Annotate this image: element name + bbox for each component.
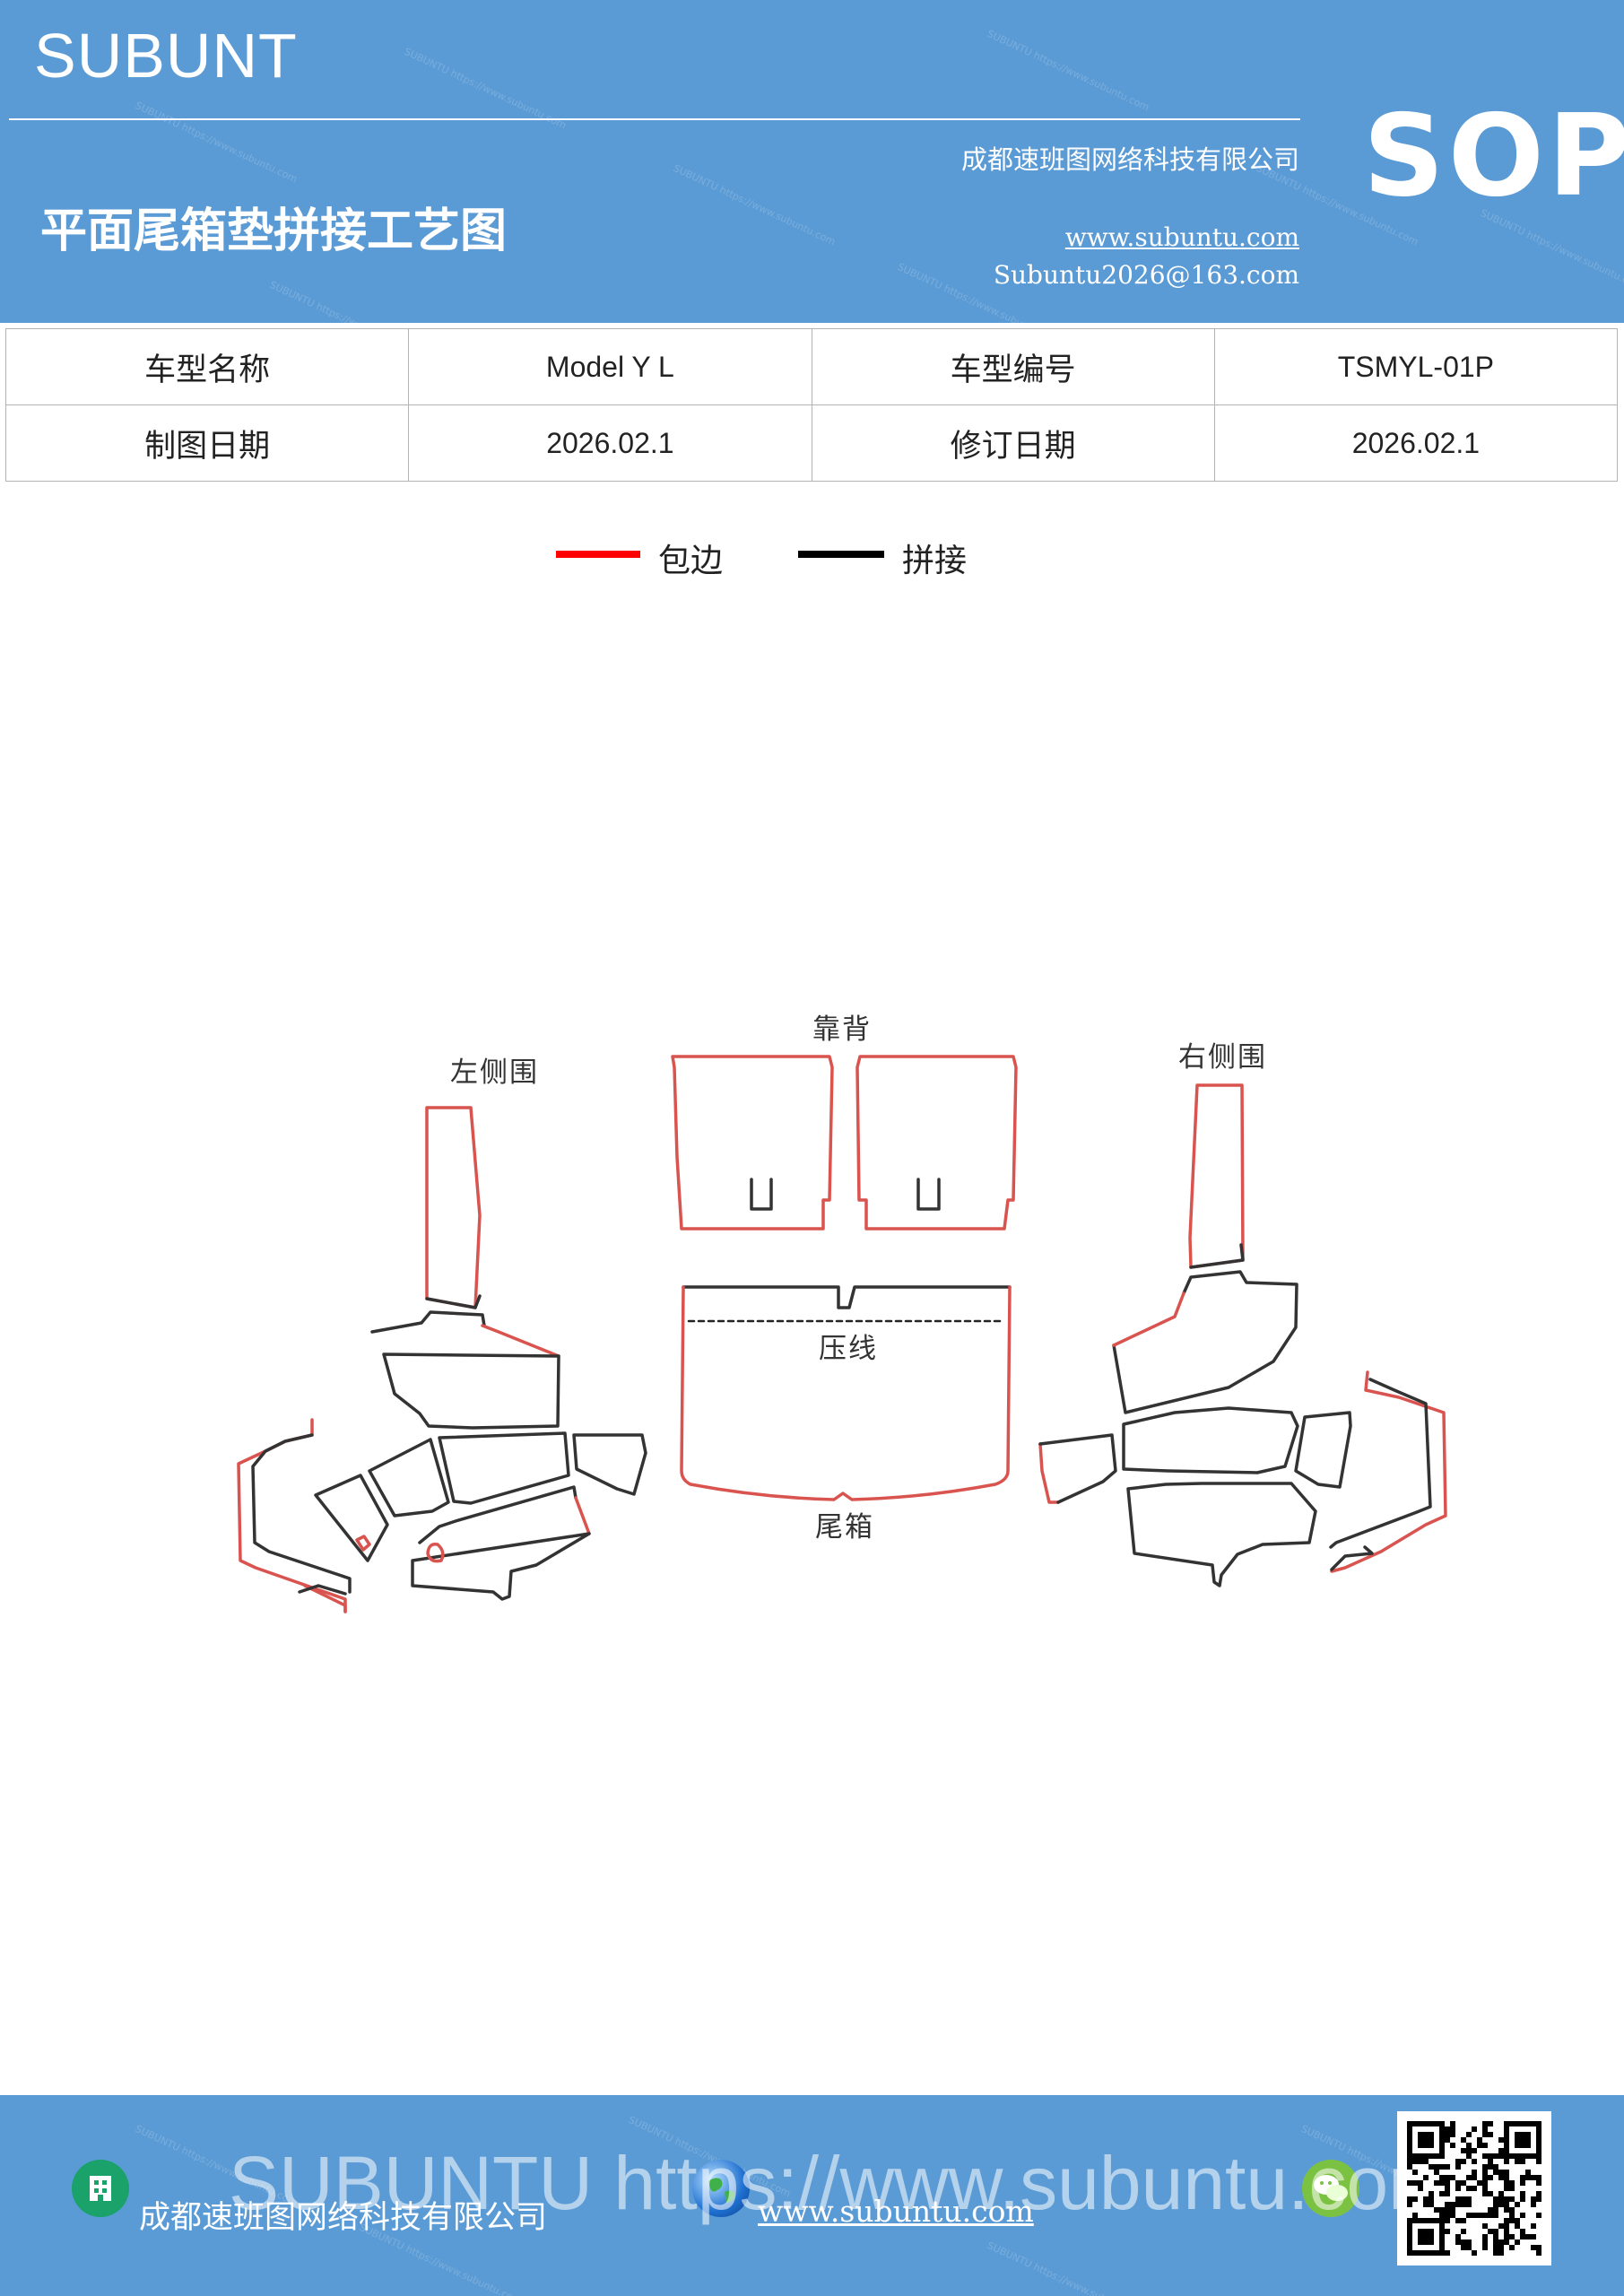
- building-icon: [72, 2160, 129, 2217]
- qr-code-pattern: [1407, 2121, 1541, 2256]
- svg-text:SUBUNTU https://www.subuntu.co: SUBUNTU https://www.subuntu.com: [672, 162, 838, 248]
- globe-icon: [692, 2160, 750, 2217]
- footer-website-link[interactable]: www.subuntu.com: [758, 2194, 1034, 2229]
- label-trunk: 尾箱: [815, 1511, 874, 1544]
- left-mid-piece: [370, 1310, 560, 1430]
- backrest-left-panel: [671, 1055, 834, 1231]
- right-mid-piece: [1112, 1270, 1298, 1414]
- left-upper-strip: [425, 1106, 482, 1309]
- label-backrest: 靠背: [812, 1013, 872, 1046]
- email-address: Subuntu2026@163.com: [993, 260, 1299, 290]
- draw-date-label: 制图日期: [4, 404, 410, 482]
- label-left-side: 左侧围: [450, 1057, 539, 1089]
- right-small-pieces: [1038, 1406, 1352, 1587]
- brand-name: SUBUNT: [34, 21, 298, 91]
- footer-banner: SUBUNTU https://www.subuntu.com SUBUNTU …: [0, 2095, 1624, 2296]
- label-right-side: 右侧围: [1178, 1041, 1267, 1074]
- vehicle-info-table: 车型名称 Model Y L 车型编号 TSMYL-01P 制图日期 2026.…: [4, 328, 1619, 482]
- sop-badge: SOP: [1363, 90, 1624, 222]
- left-outer-wrap: [237, 1418, 352, 1613]
- left-small-pieces: [314, 1431, 647, 1601]
- model-code-label: 车型编号: [811, 328, 1215, 405]
- model-name-value: Model Y L: [408, 328, 812, 405]
- website-link[interactable]: www.subuntu.com: [1064, 222, 1299, 252]
- legend-swatch-seam: [798, 551, 884, 558]
- label-crease: 压线: [819, 1333, 878, 1365]
- table-row: 车型名称 Model Y L 车型编号 TSMYL-01P: [4, 328, 1619, 405]
- model-code-value: TSMYL-01P: [1213, 328, 1619, 405]
- footer-watermark-text: SUBUNTU https://www.subuntu.com: [229, 2141, 1452, 2225]
- revision-date-value: 2026.02.1: [1213, 404, 1619, 482]
- draw-date-value: 2026.02.1: [408, 404, 812, 482]
- page-title: 平面尾箱垫拼接工艺图: [40, 204, 508, 258]
- model-name-label: 车型名称: [4, 328, 410, 405]
- header-banner: SUBUNTU https://www.subuntu.com SUBUNTU …: [0, 0, 1624, 323]
- svg-text:SUBUNTU https://www.subuntu.co: SUBUNTU https://www.subuntu.com: [134, 100, 300, 185]
- header-divider: [9, 118, 1300, 120]
- right-upper-strip: [1188, 1083, 1245, 1269]
- legend-label-binding: 包边: [658, 543, 724, 579]
- revision-date-label: 修订日期: [811, 404, 1215, 482]
- backrest-right-panel: [855, 1055, 1018, 1231]
- svg-text:SUBUNTU https://www.subuntu.co: SUBUNTU https://www.subuntu.com: [986, 28, 1151, 113]
- svg-text:SUBUNTU https://www.subuntu.co: SUBUNTU https://www.subuntu.com: [268, 279, 434, 323]
- legend-swatch-binding: [556, 551, 640, 558]
- legend-label-seam: 拼接: [902, 543, 968, 579]
- company-name: 成都速班图网络科技有限公司: [960, 144, 1299, 175]
- trunk-mat-diagram: [237, 1055, 1447, 1613]
- footer-company-name: 成都速班图网络科技有限公司: [139, 2200, 548, 2236]
- right-outer-wrap: [1329, 1370, 1447, 1573]
- trunk-main-panel: [680, 1285, 1012, 1501]
- table-row: 制图日期 2026.02.1 修订日期 2026.02.1: [4, 404, 1619, 482]
- legend: 包边 拼接: [0, 529, 1624, 583]
- qr-code[interactable]: [1397, 2111, 1551, 2266]
- wechat-icon: [1302, 2160, 1359, 2217]
- svg-text:SUBUNTU https://www.subuntu.co: SUBUNTU https://www.subuntu.com: [986, 2239, 1151, 2296]
